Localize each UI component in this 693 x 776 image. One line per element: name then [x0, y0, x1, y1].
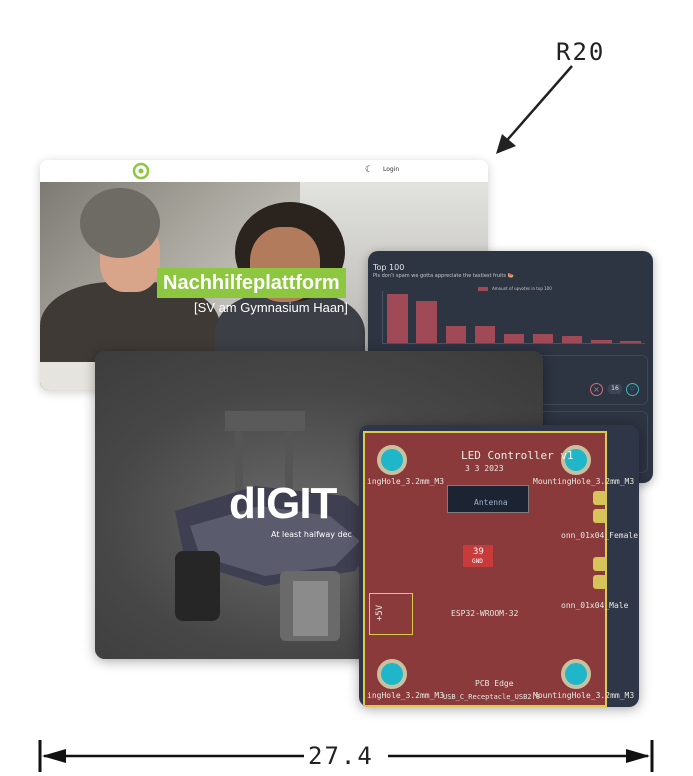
chart-bar — [387, 294, 408, 343]
beanie — [80, 188, 160, 258]
chart-bar — [474, 325, 496, 343]
mount-label-tr: MountingHole_3.2mm_M3 — [533, 477, 635, 486]
radius-label: R20 — [556, 38, 606, 66]
connector-label-female: onn_01x04_Female — [561, 531, 639, 540]
chart-bar — [620, 341, 641, 343]
mounting-hole-icon — [561, 445, 591, 475]
heart-icon[interactable]: ♡ — [626, 383, 639, 396]
chart-bar — [562, 336, 583, 343]
pcb-edge-label: PCB Edge — [475, 679, 514, 688]
power-connector: +5V — [369, 593, 413, 635]
mount-label-br: MountingHole_3.2mm_M3 — [533, 691, 635, 700]
login-link[interactable]: Login — [383, 166, 400, 173]
legend-swatch — [478, 287, 488, 291]
pcb-board: LED Controller v1 3 3 2023 ingHole_3.2mm… — [363, 431, 638, 707]
usb-label: USB_C_Receptacle_USB2.0 — [443, 693, 540, 701]
chart-bar — [532, 334, 554, 343]
dimension-line — [38, 740, 654, 772]
dashboard-description: Pls don't spam we gotta appreciate the t… — [373, 273, 514, 279]
hero-title: Nachhilfeplattform — [157, 268, 346, 298]
chart-legend: Amount of upvotes in top 100 — [492, 286, 552, 291]
module-label: ESP32-WROOM-32 — [451, 609, 519, 618]
connector-label-male: onn_01x04_Male — [561, 601, 629, 610]
mounting-hole-icon — [377, 445, 407, 475]
chart-bar — [503, 334, 525, 343]
logo-icon — [132, 162, 150, 180]
pcb-title: LED Controller v1 — [461, 449, 574, 462]
close-icon[interactable]: × — [590, 383, 603, 396]
chart-bar — [591, 339, 612, 343]
hero-subtitle: [SV am Gymnasium Haan] — [194, 300, 348, 315]
robot-logo: dIGIT — [229, 479, 337, 528]
dashboard-heading: Top 100 — [373, 263, 405, 272]
chart-bar — [416, 301, 437, 343]
vote-count: 16 — [608, 384, 622, 394]
pcb-screenshot: LED Controller v1 3 3 2023 ingHole_3.2mm… — [359, 425, 639, 707]
antenna-area: Antenna — [447, 485, 529, 513]
mounting-hole-icon — [377, 659, 407, 689]
chip: 39 GND — [463, 545, 493, 567]
dark-mode-icon[interactable]: ☾ — [365, 165, 374, 175]
chart-bar — [445, 325, 466, 343]
robot-tagline: At least halfway dec — [271, 530, 352, 539]
bar-chart — [382, 291, 645, 344]
website-navbar: ☾ Login — [40, 160, 488, 182]
mount-label-bl: ingHole_3.2mm_M3 — [367, 691, 445, 700]
robot-image — [175, 411, 385, 641]
dimension-label: 27.4 — [308, 742, 374, 770]
mount-label-tl: ingHole_3.2mm_M3 — [367, 477, 445, 486]
pcb-date: 3 3 2023 — [465, 464, 504, 473]
mounting-hole-icon — [561, 659, 591, 689]
pointer-arrow-icon — [496, 65, 573, 154]
